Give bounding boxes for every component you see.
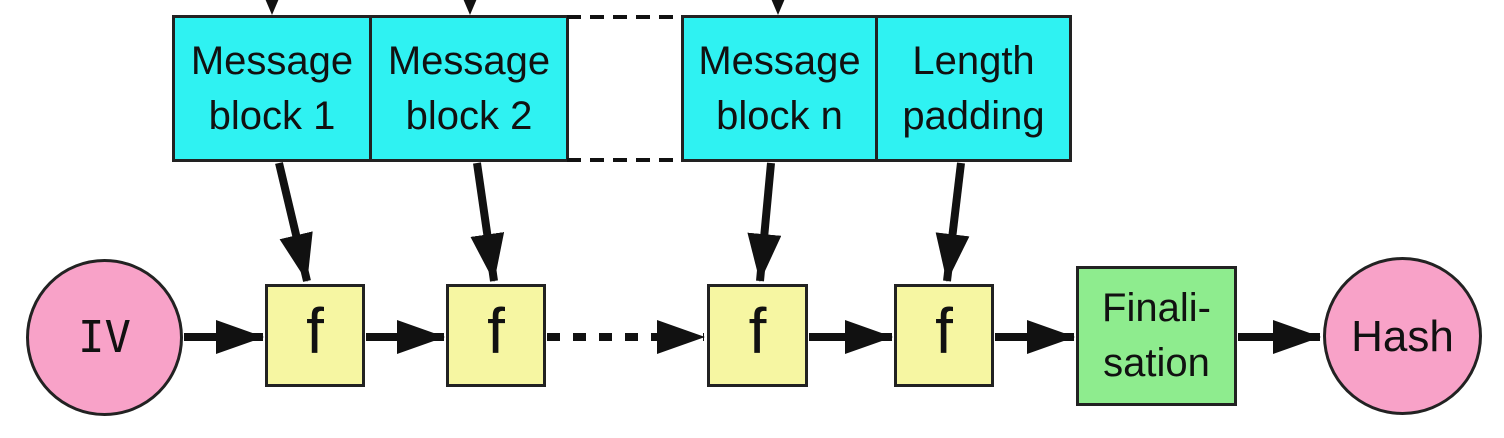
compression-function-n: f: [707, 284, 808, 387]
label-line-1: Message: [698, 38, 861, 83]
label-line-1: Message: [387, 38, 551, 83]
arrow-block1-to-f1: [275, 162, 313, 282]
arrow-block2-to-f2: [470, 162, 505, 282]
arrow-padding-to-ffinal: [935, 162, 970, 282]
label-line-2: block 2: [405, 93, 533, 138]
message-block-1: Message block 1: [172, 15, 372, 162]
label-line-1: Finali-: [1102, 286, 1211, 330]
arrow-blockn-to-fn: [747, 162, 782, 282]
input-arrow-2: [463, 0, 477, 15]
label-line-2: padding: [902, 93, 1045, 138]
f-label: f: [487, 295, 505, 367]
input-arrow-n: [771, 0, 785, 15]
compression-function-2: f: [446, 284, 546, 387]
compression-function-final: f: [894, 284, 994, 387]
hash-node: Hash: [1323, 257, 1482, 415]
label-line-2: sation: [1103, 341, 1210, 385]
finalisation-node: Finali- sation: [1076, 266, 1237, 406]
input-arrow-1: [265, 0, 279, 15]
label-line-1: Length: [912, 38, 1035, 83]
label-line-1: Message: [190, 38, 354, 83]
f-label: f: [748, 295, 767, 367]
length-padding-block: Length padding: [875, 15, 1072, 162]
message-block-2: Message block 2: [369, 15, 569, 162]
compression-function-1: f: [265, 284, 365, 387]
f-label: f: [306, 295, 324, 367]
label-line-2: block n: [716, 93, 843, 138]
message-block-n: Message block n: [681, 15, 878, 162]
label-line-2: block 1: [208, 93, 336, 138]
iv-node: IV: [26, 259, 183, 416]
f-label: f: [935, 295, 953, 367]
hash-label: Hash: [1351, 311, 1454, 361]
iv-label: IV: [78, 312, 131, 363]
